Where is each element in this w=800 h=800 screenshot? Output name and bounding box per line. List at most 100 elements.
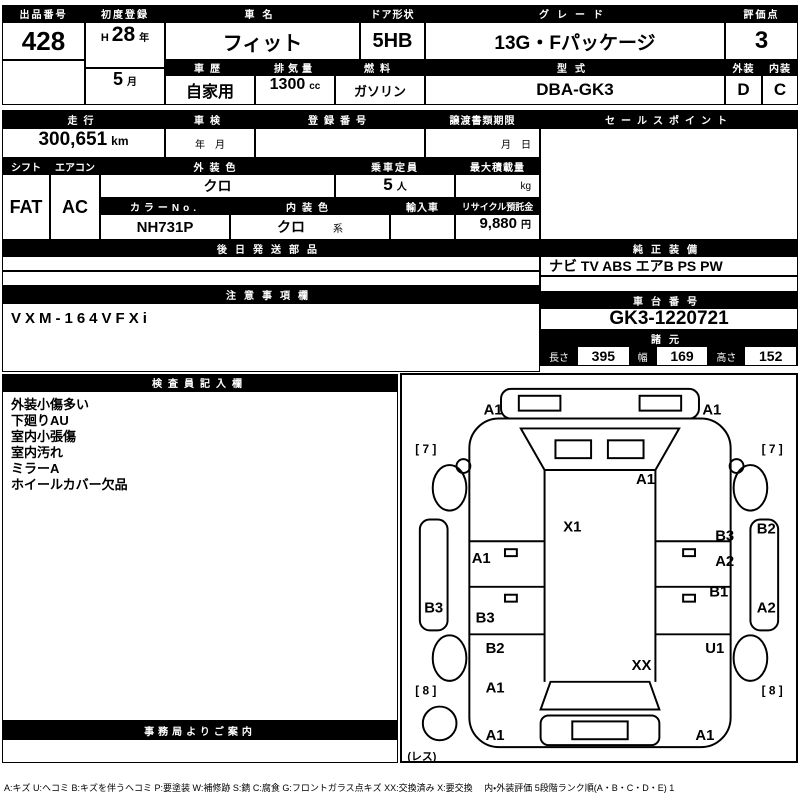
chassis-number-label: 車台番号 [540,292,798,308]
height-label: 高さ [708,347,745,365]
color-no-label: カラーNo. [100,198,230,214]
color-no-value: NH731P [100,214,230,240]
door-handle [503,548,518,558]
lot-number-value: 428 [2,22,85,60]
rear-window-outline [539,680,661,711]
first-registration-label: 初度登録 [85,5,165,22]
shift-value: FAT [2,174,50,240]
width-label: 幅 [629,347,656,365]
history-value: 自家用 [165,75,255,105]
inspector-note-line: ホイールカバー欠品 [11,477,128,492]
year-value: 28 [111,23,136,46]
damage-code-label: A1 [702,403,721,419]
caution-label: 注意事項欄 [2,286,540,303]
front-bumper-outline [500,387,700,420]
month-unit: 月 [127,77,137,88]
displacement-number: 1300 [269,76,306,93]
aircon-value: AC [50,174,100,240]
car-name-label: 車名 [165,5,360,22]
exterior-grade-value: D [725,75,762,105]
chassis-number-value: GK3-1220721 [540,308,798,330]
damage-code-label: A1 [695,728,714,744]
mileage-unit: km [111,134,129,148]
damage-code-label: A1 [472,551,491,567]
damage-code-label: A2 [757,601,776,617]
fuel-label: 燃料 [335,60,425,75]
sales-point-label: セールスポイント [540,110,798,128]
height-value: 152 [744,347,797,365]
interior-color-suffix: 系 [333,223,343,235]
door-shape-label: ドア形状 [360,5,425,22]
transfer-deadline-label: 譲渡書類期限 [425,110,540,128]
office-notice-box [2,739,398,763]
grade-label: グレード [425,5,725,22]
damage-code-label: B2 [486,641,505,657]
mileage-value: 300,651 km [2,128,165,158]
displacement-label: 排気量 [255,60,335,75]
mirror-right [728,458,745,474]
front-light-left [517,394,562,412]
lot-number-label: 出品番号 [2,5,85,22]
damage-code-label: A1 [636,472,655,488]
length-value: 395 [577,347,630,365]
model-code-value: DBA-GK3 [425,75,725,105]
max-load-value: kg [455,174,540,198]
door-handle [682,593,696,603]
first-registration-month: 5 月 [85,68,165,105]
inspector-note-line: ミラーA [11,461,60,476]
interior-grade-label: 内装 [762,60,798,75]
fuel-value: ガソリン [335,75,425,105]
wheel-rear-right [732,634,769,682]
wheel-rear-left [431,634,468,682]
width-value: 169 [655,347,709,365]
inspector-label: 検査員記入欄 [2,374,398,391]
windshield-outline [519,427,681,472]
wheel-front-right [732,464,769,512]
displacement-unit: cc [309,81,321,92]
exterior-color-value: クロ [100,174,335,198]
damage-code-label: XX [632,658,652,674]
wheel-front-left [431,464,468,512]
damage-code-label: U1 [705,641,724,657]
visor-right [606,439,645,460]
damage-code-label: [ 8 ] [762,684,783,698]
capacity-value: 5 人 [335,174,455,198]
damage-code-label: B3 [715,528,734,544]
caution-value: VXM-164VFXi [2,303,540,372]
damage-code-label: [ 8 ] [415,684,436,698]
door-shape-value: 5HB [360,22,425,60]
later-parts-row1 [2,256,540,271]
length-label: 長さ [541,347,577,365]
score-value: 3 [725,22,798,60]
car-body-outline [468,417,732,749]
inspector-note-line: 外装小傷多い [11,397,90,412]
grade-value: 13G・Fパッケージ [425,22,725,60]
door-handle [503,593,518,603]
era-letter: H [100,32,109,44]
damage-code-label: A1 [484,403,503,419]
max-load-label: 最大積載量 [455,158,540,174]
registration-number-value [255,128,425,158]
damage-code-label: B3 [476,610,495,626]
damage-code-label: [ 7 ] [415,442,436,456]
door-handle [682,548,696,558]
score-label: 評価点 [725,5,798,22]
spare-tire [421,705,458,742]
inspector-note-line: 室内小張傷 [11,429,77,444]
damage-code-label: [ 7 ] [762,442,783,456]
damage-code-label: B3 [424,601,443,617]
max-load-unit: kg [520,180,531,192]
inspector-note-line: 下廻りAU [11,413,69,428]
rear-bumper-outline [539,714,661,747]
capacity-unit: 人 [396,182,407,193]
interior-color-label: 内装色 [230,198,390,214]
equipment-empty-row [540,276,798,292]
first-registration-year: H 28 年 [85,22,165,68]
interior-color-value: クロ 系 [230,214,390,240]
inspector-note-line: 室内汚れ [11,445,64,460]
sales-point-box [540,128,798,240]
office-notice-label: 事務局よりご案内 [2,721,398,739]
